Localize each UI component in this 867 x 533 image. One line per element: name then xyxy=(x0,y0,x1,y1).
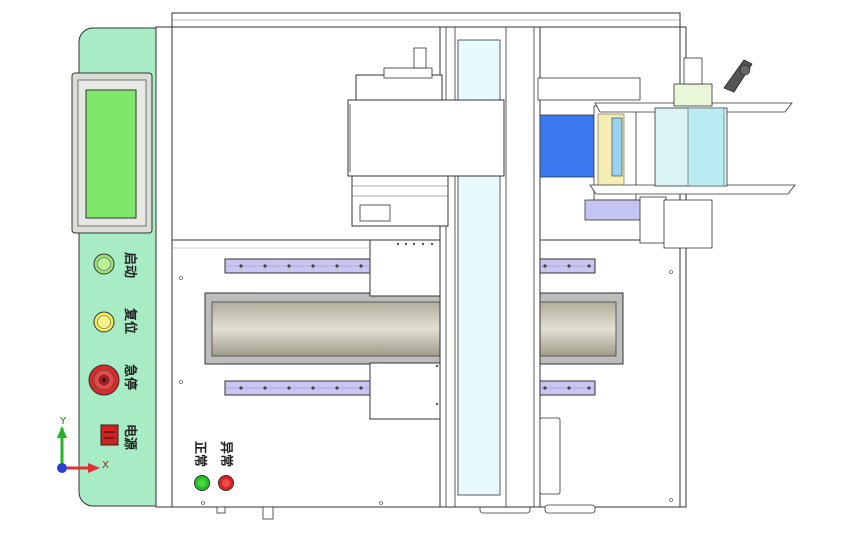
emergency-stop-button[interactable] xyxy=(88,364,120,396)
coordinate-triad: Y X xyxy=(57,416,109,473)
control-panel: 启动 复位 急停 电源 xyxy=(71,27,171,507)
upper-mechanism xyxy=(347,47,505,227)
normal-indicator-light xyxy=(194,475,210,491)
hmi-screen xyxy=(71,72,153,234)
roller-tray xyxy=(204,292,624,365)
labeling-head xyxy=(537,57,796,249)
start-label: 启动 xyxy=(122,252,138,278)
start-button[interactable] xyxy=(93,253,115,275)
estop-label: 急停 xyxy=(122,364,138,390)
reset-button[interactable] xyxy=(93,311,115,333)
power-label: 电源 xyxy=(122,424,138,450)
abnormal-indicator-light xyxy=(218,475,234,491)
power-switch[interactable] xyxy=(100,424,119,446)
y-axis-label: Y xyxy=(59,416,67,427)
normal-label: 正常 xyxy=(192,441,208,467)
x-axis-label: X xyxy=(102,460,109,471)
abnormal-label: 异常 xyxy=(218,441,234,467)
reset-label: 复位 xyxy=(122,307,138,334)
